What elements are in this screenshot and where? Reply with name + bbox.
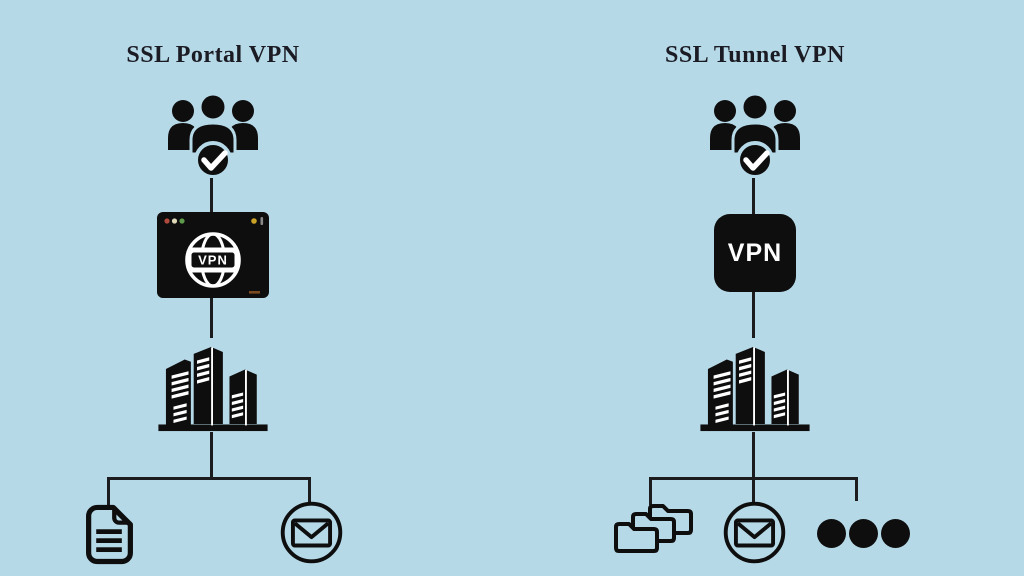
users-group-icon bbox=[168, 92, 258, 179]
left-branch-horizontal bbox=[107, 477, 311, 480]
more-dot-icon bbox=[849, 519, 878, 548]
branch-to-document bbox=[107, 477, 110, 505]
check-badge-icon bbox=[743, 150, 770, 171]
more-dot-icon bbox=[817, 519, 846, 548]
browser-window-icon: VPN bbox=[157, 212, 269, 298]
connector-browser-to-servers bbox=[210, 298, 213, 338]
vpn-box-icon: VPN bbox=[714, 214, 796, 292]
browser-dot-gold-icon bbox=[251, 218, 257, 224]
office-buildings-icon bbox=[700, 343, 810, 432]
users-group-icon bbox=[710, 92, 800, 179]
right-diagram-title: SSL Tunnel VPN bbox=[664, 42, 845, 68]
document-file-icon bbox=[86, 504, 133, 565]
browser-menu-glyph-icon bbox=[260, 217, 264, 225]
branch-to-more bbox=[855, 477, 858, 501]
globe-vpn-label: VPN bbox=[198, 253, 228, 268]
browser-dot-pale-icon bbox=[171, 218, 178, 224]
connector-users-to-vpnbox bbox=[752, 178, 755, 214]
connector-servers-to-branch bbox=[210, 432, 213, 478]
branch-to-folders bbox=[649, 477, 652, 505]
connector-servers-to-branch bbox=[752, 432, 755, 478]
email-envelope-icon bbox=[280, 501, 343, 564]
vpn-box-label: VPN bbox=[727, 238, 783, 267]
more-dot-icon bbox=[881, 519, 910, 548]
check-badge-icon bbox=[201, 150, 228, 171]
folders-stack-icon bbox=[614, 504, 693, 553]
browser-corner-dash-icon bbox=[249, 291, 260, 294]
email-envelope-icon bbox=[723, 501, 786, 564]
connector-users-to-browser bbox=[210, 178, 213, 212]
connector-vpnbox-to-servers bbox=[752, 292, 755, 338]
branch-to-email-right bbox=[752, 477, 755, 503]
browser-dot-green-icon bbox=[179, 218, 185, 224]
office-buildings-icon bbox=[158, 343, 268, 432]
browser-dot-red-icon bbox=[164, 218, 170, 224]
branch-to-email-left bbox=[308, 477, 311, 502]
left-diagram-title: SSL Portal VPN bbox=[126, 42, 300, 68]
